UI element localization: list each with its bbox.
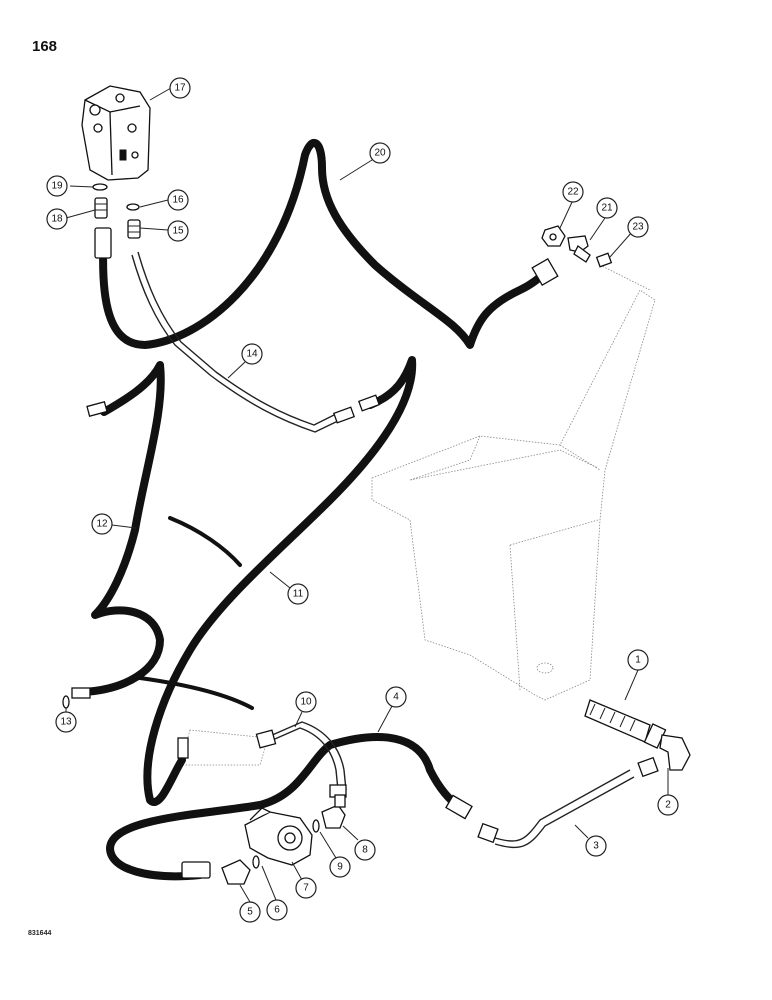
svg-text:18: 18: [51, 214, 63, 225]
tube-14: [131, 251, 341, 433]
hydraulic-pump: [244, 807, 313, 866]
hose-11-end-fitting-bottom: [177, 737, 189, 759]
callout-7: 7: [295, 877, 317, 899]
callout-23: 23: [627, 216, 649, 238]
hose-20-nut: [531, 257, 559, 287]
o-ring-19: [92, 183, 108, 191]
tube-3-end-fitting: [477, 822, 499, 844]
hose-20: [99, 138, 552, 349]
callout-3: 3: [585, 835, 607, 857]
tube-3: [494, 769, 635, 849]
svg-text:16: 16: [172, 195, 184, 206]
svg-text:3: 3: [593, 841, 599, 852]
svg-text:12: 12: [96, 519, 108, 530]
svg-text:6: 6: [274, 905, 280, 916]
svg-text:13: 13: [60, 717, 72, 728]
svg-text:11: 11: [293, 589, 304, 600]
fitting-15: [127, 219, 141, 239]
callout-12: 12: [91, 513, 113, 535]
o-ring-13: [62, 695, 70, 709]
tube-10: [267, 721, 347, 791]
callout-17: 17: [169, 77, 191, 99]
callout-4: 4: [385, 686, 407, 708]
fitting-18: [94, 197, 108, 219]
svg-text:5: 5: [247, 907, 253, 918]
tank-outline: [179, 264, 656, 766]
control-valve: [81, 85, 151, 181]
hose-4: [106, 733, 464, 881]
svg-text:22: 22: [567, 187, 579, 198]
o-ring-16: [126, 203, 140, 211]
suction-strainer: [584, 699, 667, 749]
svg-text:7: 7: [303, 883, 309, 894]
svg-text:20: 20: [374, 148, 386, 159]
svg-text:8: 8: [362, 845, 368, 856]
callout-15: 15: [167, 220, 189, 242]
callout-22: 22: [562, 181, 584, 203]
hose-11: [143, 356, 417, 806]
fitting-23: [595, 252, 613, 268]
svg-text:10: 10: [300, 697, 312, 708]
hose-20-end-fitting: [94, 227, 112, 259]
callout-20: 20: [369, 142, 391, 164]
callout-10: 10: [295, 691, 317, 713]
fitting-22: [541, 225, 566, 247]
svg-text:17: 17: [174, 83, 186, 94]
callout-13: 13: [55, 711, 77, 733]
page-number: 168: [32, 38, 58, 55]
figure-code: 831644: [28, 930, 52, 937]
elbow-fitting-8: [321, 794, 346, 829]
svg-text:23: 23: [632, 222, 644, 233]
elbow-fitting-2: [637, 734, 691, 778]
callout-1: 1: [627, 649, 649, 671]
svg-text:9: 9: [337, 862, 343, 873]
svg-text:19: 19: [51, 181, 63, 192]
o-ring-9: [312, 819, 320, 833]
callout-2: 2: [657, 794, 679, 816]
callout-16: 16: [167, 189, 189, 211]
svg-text:21: 21: [601, 203, 613, 214]
hose-12-segment: [138, 676, 254, 710]
callout-18: 18: [46, 208, 68, 230]
callout-5: 5: [239, 901, 261, 923]
tube-10-end-fitting: [255, 729, 277, 749]
svg-text:2: 2: [665, 800, 671, 811]
tee-fitting-21: [567, 235, 591, 263]
hose-4-end-fitting-tank: [445, 794, 473, 820]
elbow-fitting-5: [221, 859, 251, 885]
hose-4-end-fitting-pump: [181, 861, 211, 879]
callout-9: 9: [329, 856, 351, 878]
svg-text:1: 1: [635, 655, 641, 666]
o-ring-6: [252, 855, 260, 869]
tube-14-end-fitting: [332, 406, 356, 424]
svg-text:4: 4: [393, 692, 399, 703]
hose-12-end-fitting-bottom: [71, 687, 91, 699]
callout-11: 11: [287, 583, 309, 605]
hose-11-segment: [168, 516, 242, 567]
svg-text:14: 14: [246, 349, 258, 360]
svg-text:15: 15: [172, 226, 184, 237]
callout-19: 19: [46, 175, 68, 197]
callout-8: 8: [354, 839, 376, 861]
hose-12: [78, 361, 165, 696]
hose-12-end-fitting-top: [86, 401, 108, 417]
hose-11-end-fitting-top: [357, 394, 381, 412]
callout-14: 14: [241, 343, 263, 365]
leader-lines: [65, 87, 669, 903]
callout-21: 21: [596, 197, 618, 219]
callout-6: 6: [266, 899, 288, 921]
